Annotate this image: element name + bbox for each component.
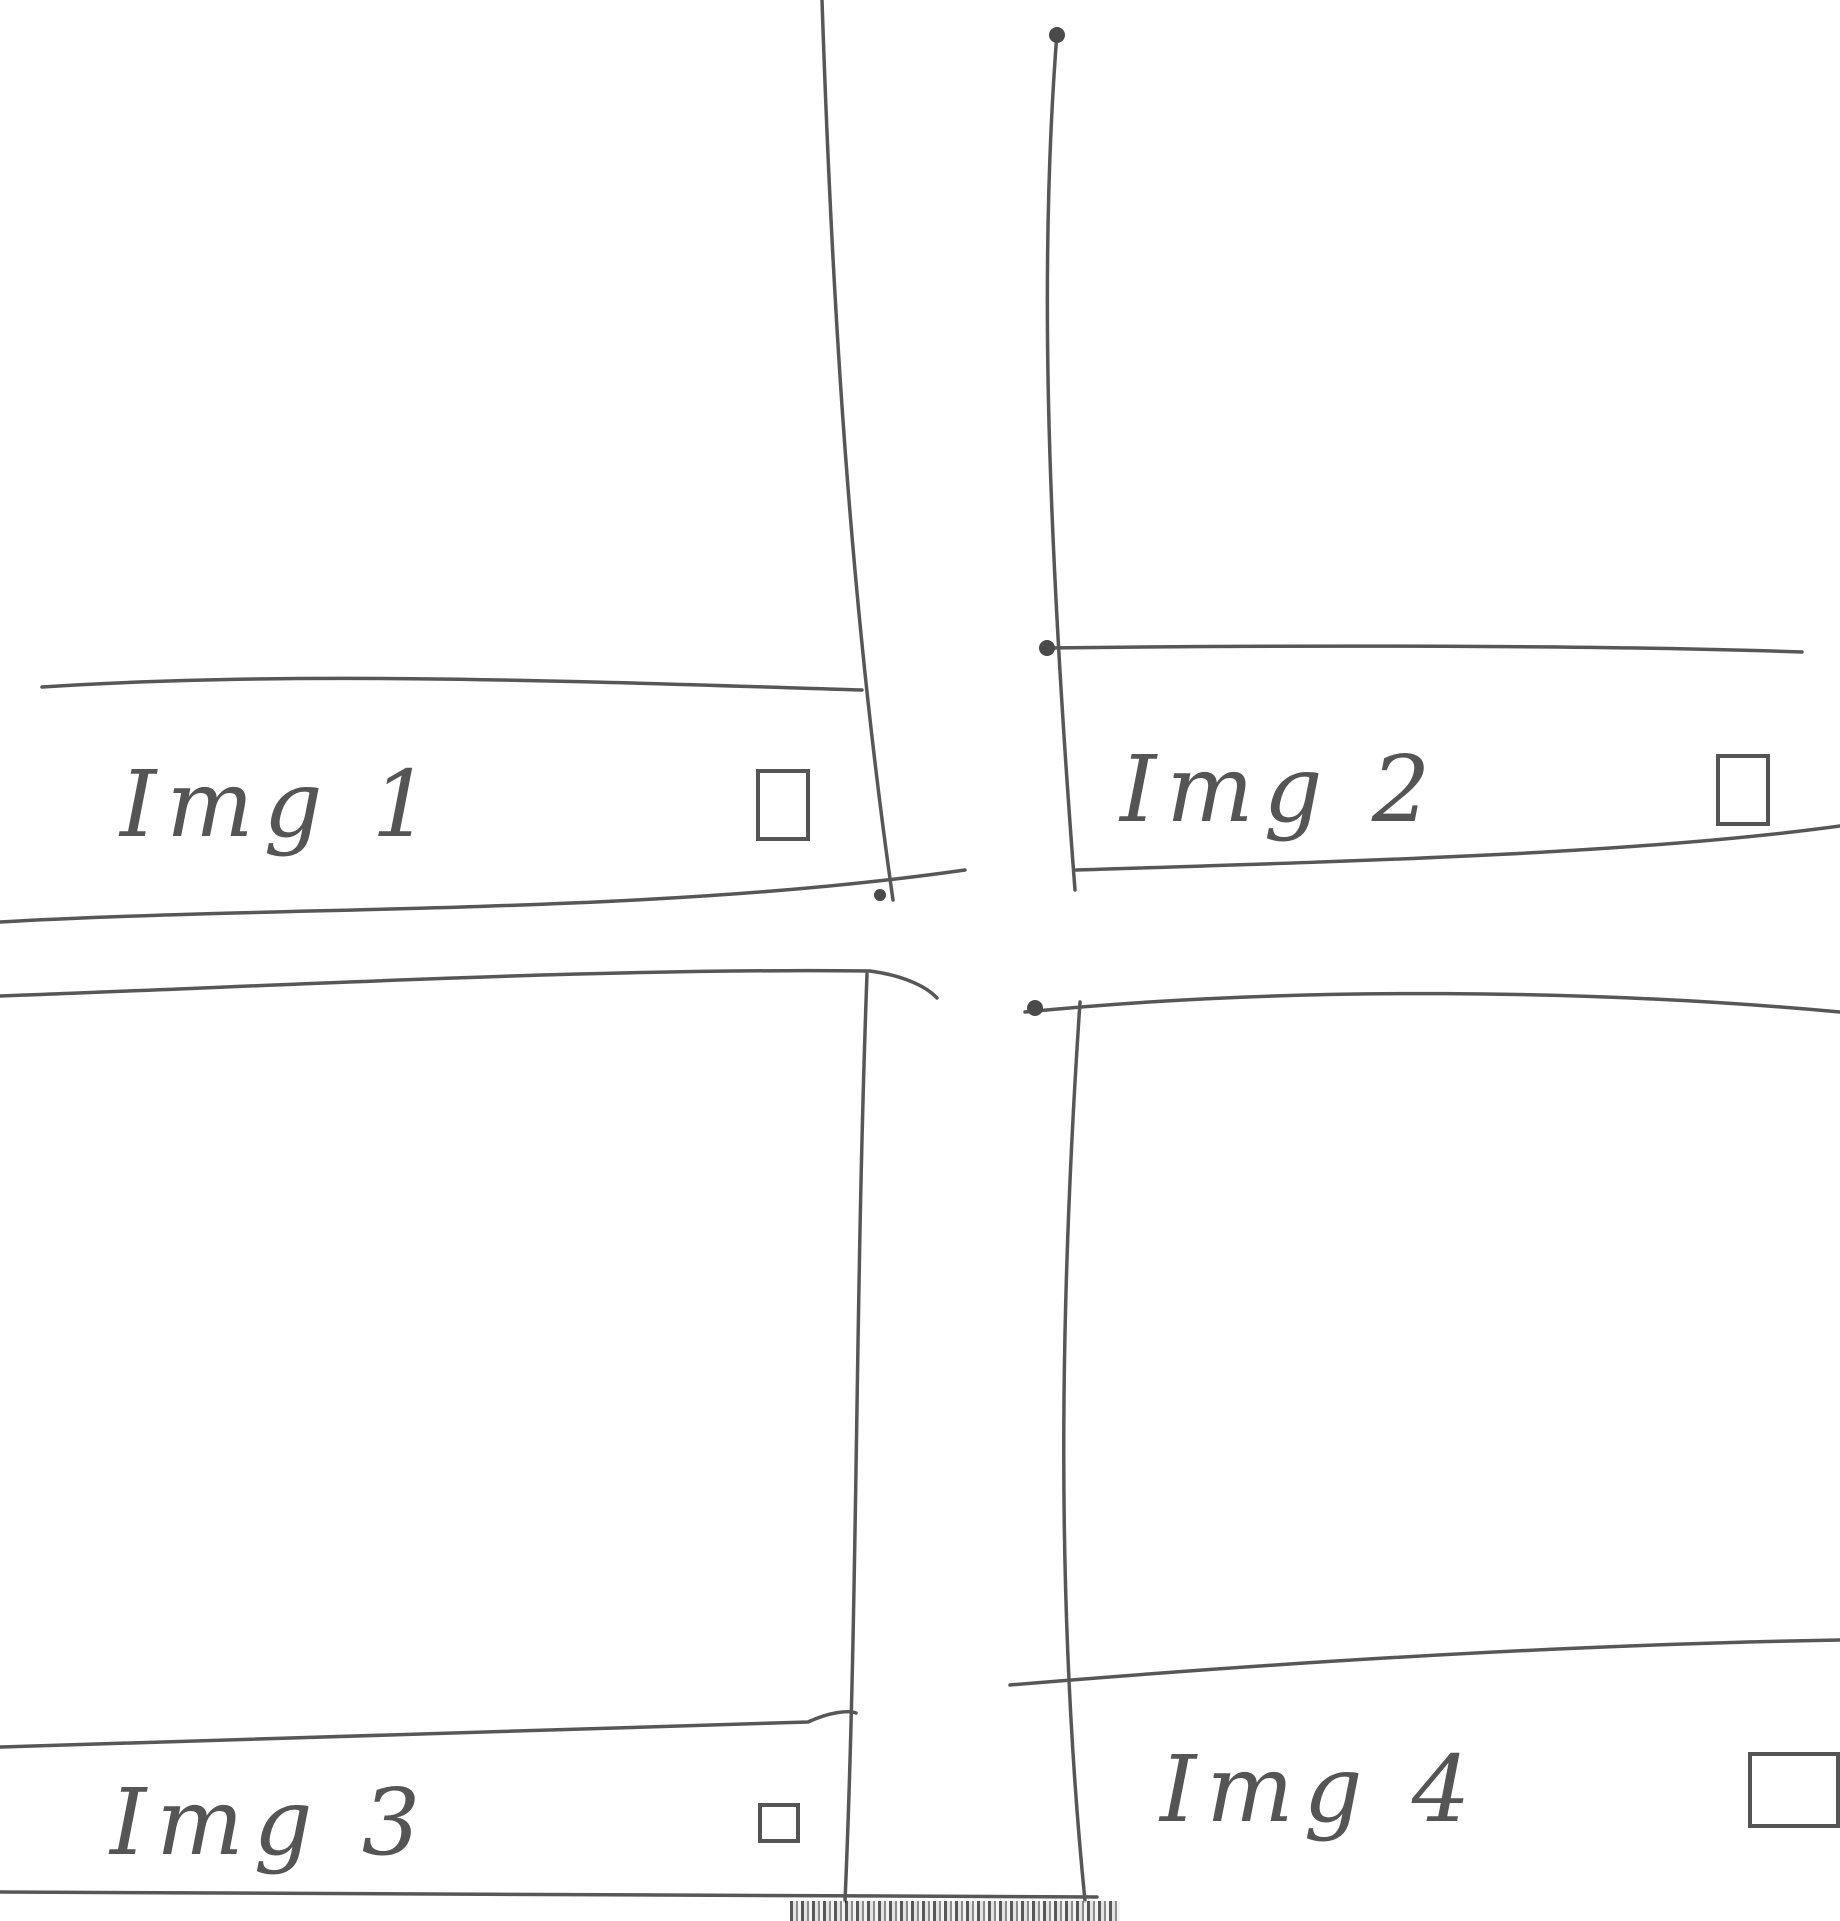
image-placeholder-3 [0, 995, 850, 1730]
card-1-caption-divider [40, 676, 864, 692]
image-card-3[interactable]: Img 3 [0, 975, 860, 1900]
card-1-caption: Img 1 [120, 745, 820, 865]
card-3-label: Img 3 [110, 1768, 431, 1876]
image-placeholder-2 [1060, 30, 1820, 645]
card-2-caption: Img 2 [1120, 730, 1780, 850]
card-1-corner-dot [874, 889, 886, 901]
card-3-bottom-border [0, 1890, 1099, 1899]
card-1-checkbox[interactable] [756, 769, 810, 841]
card-4-checkbox[interactable] [1748, 1752, 1840, 1828]
image-card-4[interactable]: Img 4 [1080, 1000, 1840, 1900]
card-1-label: Img 1 [120, 751, 441, 858]
scan-artifact-strip [790, 1901, 1120, 1921]
card-3-caption-divider [0, 1709, 858, 1749]
card-1-bottom-border [0, 868, 967, 924]
image-card-1[interactable]: Img 1 [0, 0, 870, 920]
image-card-2[interactable]: Img 2 [1060, 30, 1840, 880]
card-4-corner-dot [1027, 1000, 1043, 1016]
image-placeholder-4 [1080, 1020, 1840, 1680]
card-4-top-border [1023, 991, 1840, 1014]
card-2-divider-dot [1039, 640, 1055, 656]
card-2-top-dot [1049, 27, 1065, 43]
image-placeholder-1 [0, 0, 860, 680]
card-2-left-border [1045, 31, 1077, 892]
card-3-top-border [0, 968, 939, 1000]
card-4-caption: Img 4 [1160, 1725, 1840, 1855]
card-4-label: Img 4 [1160, 1736, 1481, 1843]
card-2-caption-divider [1043, 644, 1804, 654]
card-1-right-border [820, 0, 895, 902]
card-2-label: Img 2 [1120, 736, 1441, 843]
card-3-right-border [843, 972, 869, 1903]
card-4-caption-divider [1008, 1638, 1840, 1687]
card-3-checkbox[interactable] [758, 1802, 800, 1843]
card-2-checkbox[interactable] [1716, 754, 1770, 826]
card-4-left-border [1062, 1000, 1087, 1903]
card-2-bottom-border [1074, 824, 1840, 872]
card-3-caption: Img 3 [110, 1765, 810, 1880]
